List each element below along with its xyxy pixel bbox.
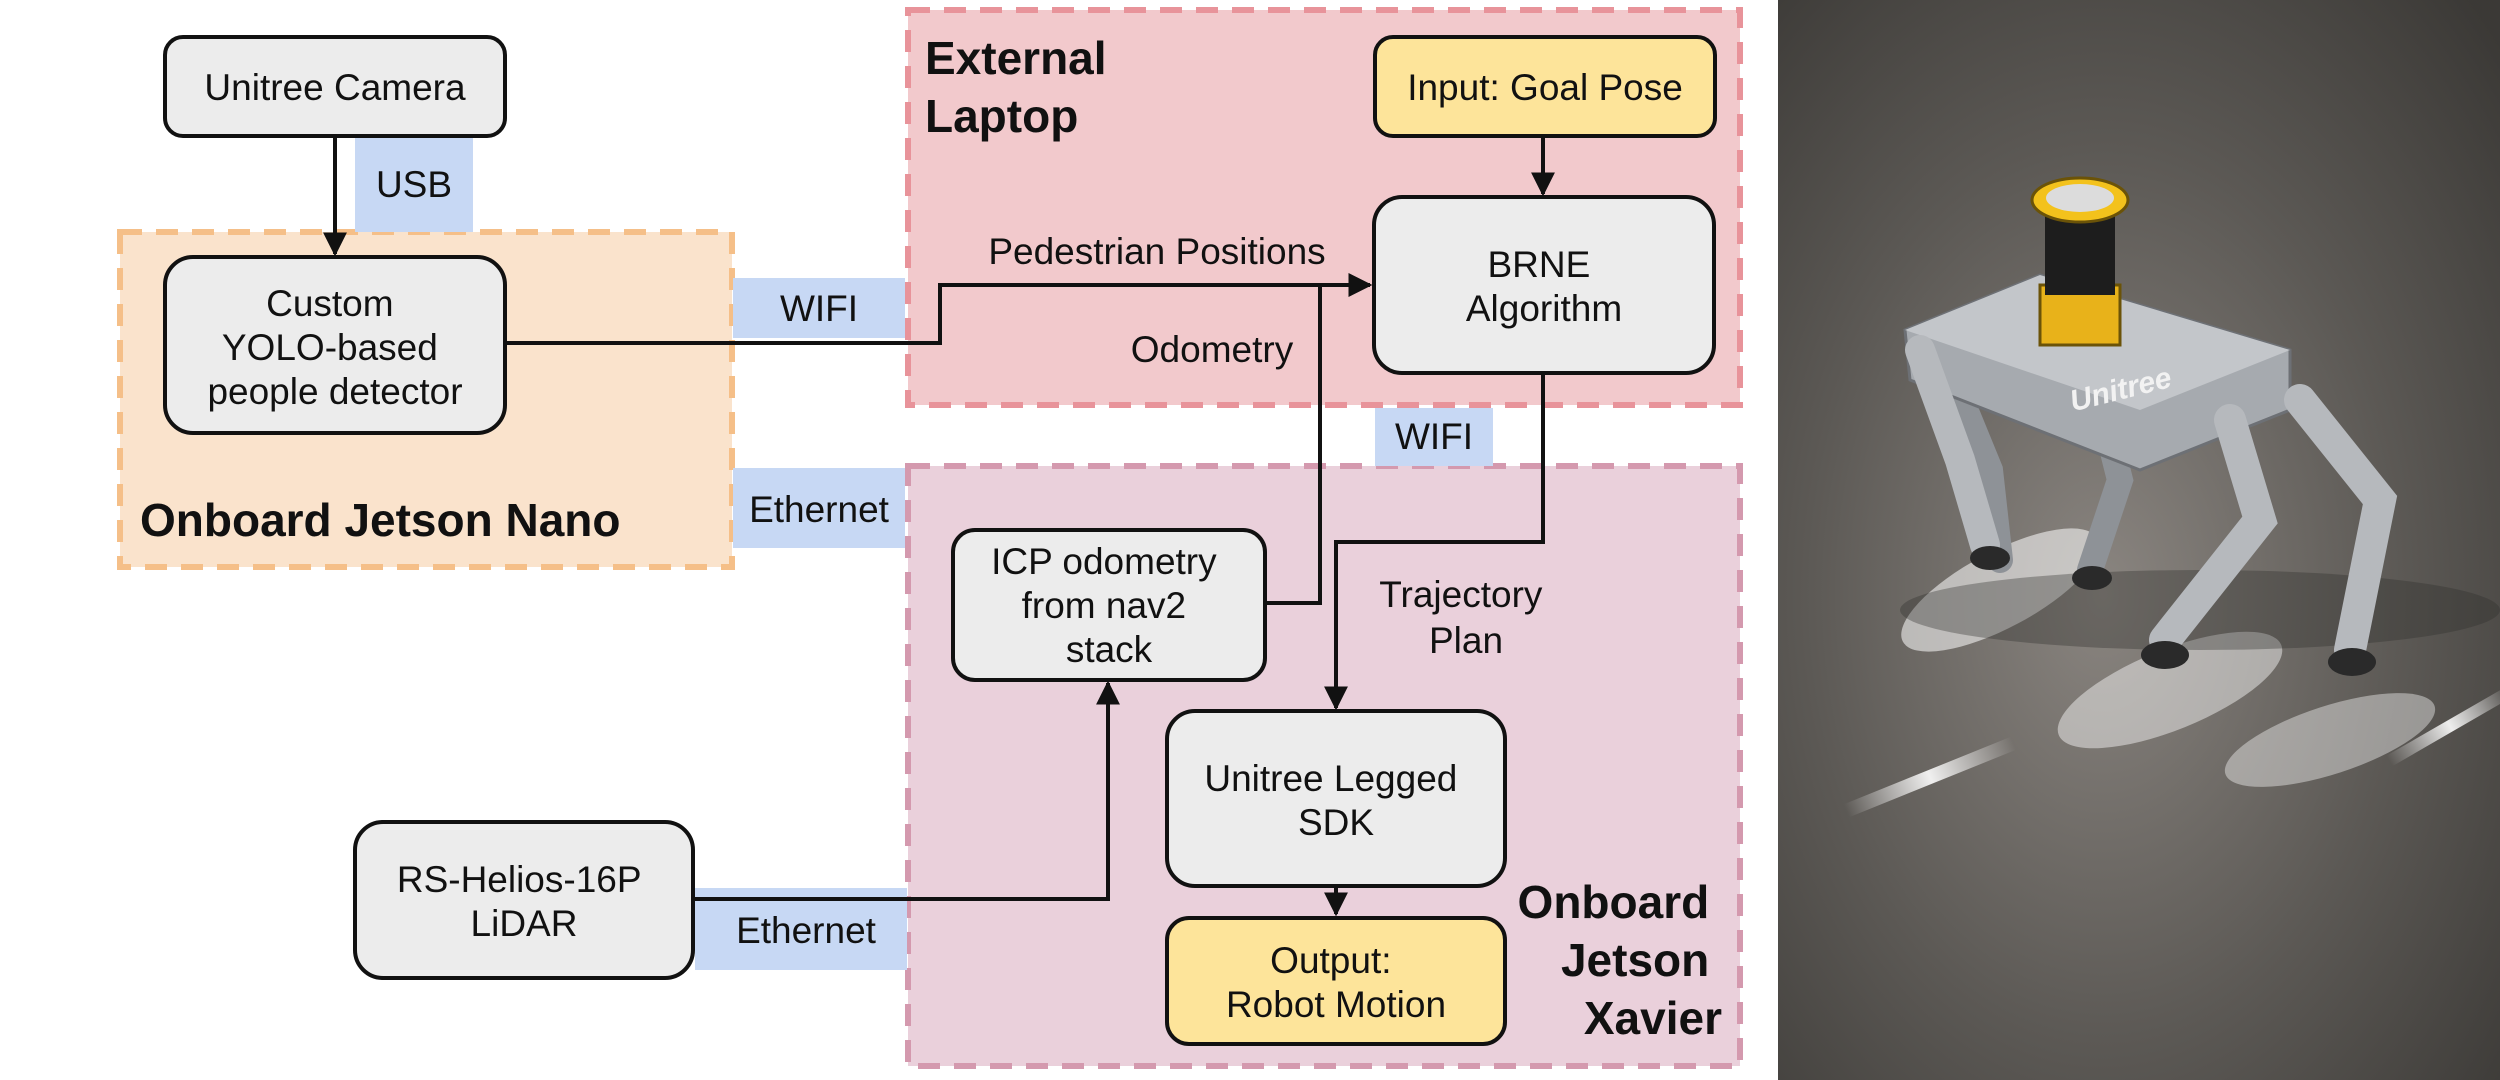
node-unitree-camera-label: Unitree Camera [204,67,466,108]
node-brne-algorithm [1372,195,1716,375]
connection-usb-badge [355,138,473,232]
node-unitree-camera [163,35,507,138]
edge-lidar-to-icp [693,680,1120,901]
node-people-detector-label: Custom YOLO-based people detector [207,283,462,412]
group-label-external-laptop: External Laptop [925,32,1119,142]
group-label-jetson-xavier: Onboard Jetson Xavier [1518,876,1723,1044]
edge-label-odometry: Odometry [1131,329,1294,370]
connection-wifi-right-badge [1375,408,1493,466]
connection-ethernet-lidar-label: Ethernet [736,910,877,951]
node-robot-motion [1165,916,1507,1046]
node-lidar-label: RS-Helios-16P LiDAR [397,859,651,944]
robot-dog: Unitree [1903,176,2398,676]
edge-detector-to-brne [505,273,1373,345]
connection-wifi-left-label: WIFI [780,288,858,329]
connection-wifi-left-badge [733,278,905,338]
connection-usb-label: USB [376,164,452,205]
connection-ethernet-nano-label: Ethernet [749,489,890,530]
node-people-detector [163,255,507,435]
node-legged-sdk-label: Unitree Legged SDK [1204,758,1467,843]
node-robot-motion-label: Output: Robot Motion [1226,940,1446,1025]
node-brne-algorithm-label: BRNE Algorithm [1466,244,1622,329]
edge-label-trajectory-plan: Trajectory Plan [1379,574,1552,661]
node-goal-pose [1373,35,1717,138]
node-icp-odometry-label: ICP odometry from nav2 stack [991,541,1227,670]
node-legged-sdk [1165,709,1507,888]
node-lidar [353,820,695,980]
node-icp-odometry [951,528,1267,682]
node-goal-pose-label: Input: Goal Pose [1407,67,1683,108]
connection-wifi-right-label: WIFI [1395,416,1473,457]
connection-ethernet-lidar-badge [695,888,907,970]
robot-photo: Unitree [1778,0,2500,1080]
edge-brne-to-sdk [1324,373,1545,711]
connection-ethernet-nano-badge [733,468,905,548]
edge-odometry-to-brne [1265,285,1322,605]
group-label-jetson-nano: Onboard Jetson Nano [140,494,620,546]
edge-label-pedestrian-positions: Pedestrian Positions [988,231,1325,272]
